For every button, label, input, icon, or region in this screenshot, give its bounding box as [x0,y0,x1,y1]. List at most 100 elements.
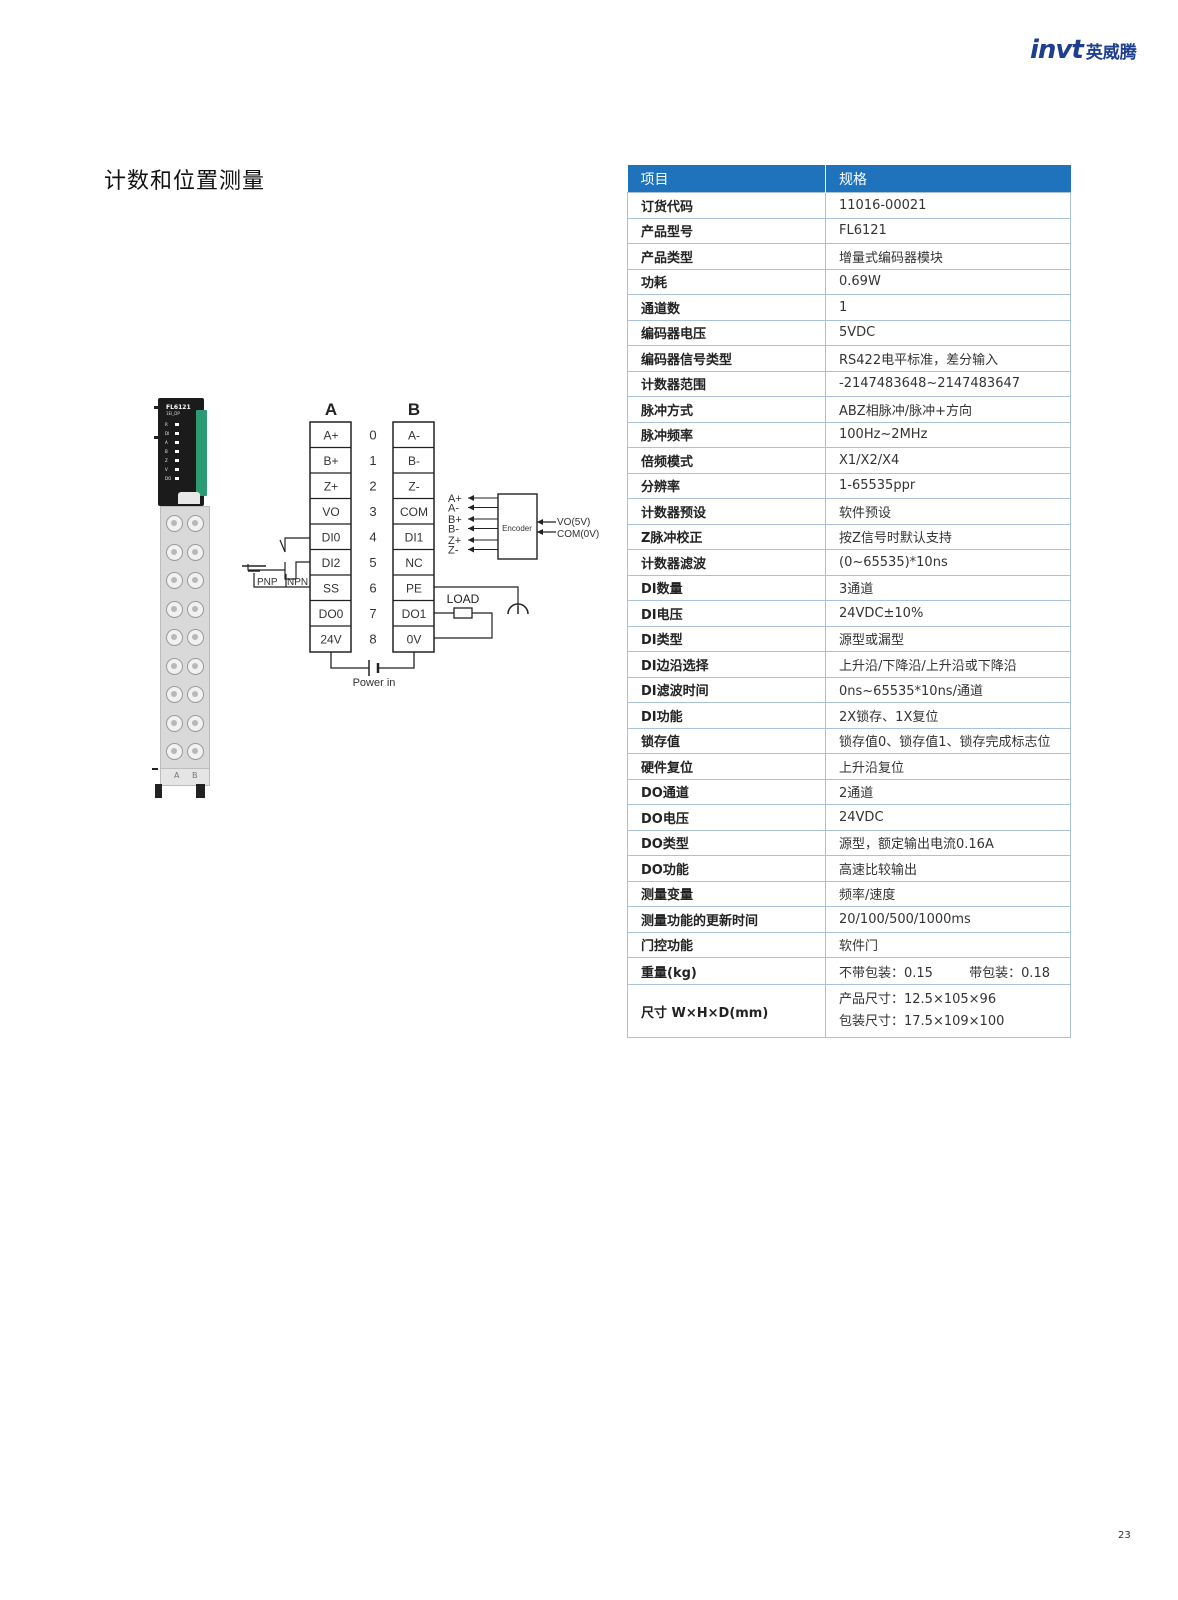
spec-key: DO电压 [627,804,826,831]
module-bottom-clip-right [196,784,205,798]
module-terminal-body [160,506,210,770]
brand-logo-en: invt [1030,35,1084,65]
terminal-a-label: A+ [323,429,338,443]
encoder-signal-label: B+ [448,514,462,526]
encoder-signal-label: A+ [448,493,462,505]
terminal-a-label: Z+ [324,480,338,494]
spec-key: DI功能 [627,702,826,729]
led-indicator [175,441,179,444]
terminal-b-label: Z- [408,480,419,494]
module-terminal-hole [187,657,204,675]
terminal-a-label: DO0 [319,607,344,621]
spec-row: DI边沿选择上升沿/下降沿/上升沿或下降沿 [627,651,1071,678]
encoder-signal-label: Z+ [448,535,461,547]
spec-value: 不带包装：0.15 带包装：0.18 [825,957,1071,985]
spec-value: 软件门 [825,931,1071,958]
spec-key: DI电压 [627,600,826,627]
spec-value: 24VDC [825,804,1071,831]
led-row: DO [165,474,193,483]
spec-value: 3通道 [825,574,1071,601]
load-label: LOAD [447,592,480,606]
spec-value: 2X锁存、1X复位 [825,702,1071,729]
size-product: 产品尺寸：12.5×105×96 [839,992,997,1007]
spec-value: 锁存值0、锁存值1、锁存完成标志位 [825,727,1071,754]
spec-value: 产品尺寸：12.5×105×96 包装尺寸：17.5×109×100 [825,984,1071,1038]
module-foot-a: A [174,771,180,780]
terminal-b-label: A- [408,429,420,443]
spec-key: Z脉冲校正 [627,523,826,550]
module-rail [152,768,158,770]
pnp-label: PNP [257,577,278,588]
encoder-signal-arrow [468,516,474,522]
spec-key: DI数量 [627,574,826,601]
power-in-wire [330,652,415,669]
terminal-number: 4 [369,530,376,545]
terminal-number: 5 [369,555,376,570]
spec-row: 门控功能软件门 [627,931,1071,958]
led-indicator [175,423,179,426]
spec-value: 源型，额定输出电流0.16A [825,829,1071,856]
spec-row: 计数器预设软件预设 [627,498,1071,525]
terminal-number: 8 [369,632,376,647]
spec-value: (0~65535)*10ns [825,549,1071,576]
spec-row: DO功能高速比较输出 [627,855,1071,882]
led-row: R [165,420,193,429]
terminal-b-label: PE [406,582,422,596]
module-terminal-hole [187,743,204,760]
spec-row-weight: 重量(kg) 不带包装：0.15 带包装：0.18 [627,957,1071,985]
spec-key: DI边沿选择 [627,651,826,678]
terminal-b-label: B- [408,454,420,468]
spec-header-item: 项目 [627,165,826,193]
module-foot-b: B [192,771,198,780]
encoder-signal-arrow [468,495,474,501]
spec-header-spec: 规格 [825,165,1071,193]
module-terminal-hole [187,714,204,732]
ground-icon [507,603,529,615]
spec-value: -2147483648~2147483647 [825,370,1071,397]
led-label: V [165,467,168,472]
spec-row: DO类型源型，额定输出电流0.16A [627,829,1071,856]
spec-key: 产品型号 [627,217,826,244]
encoder-vo-label: VO(5V) [557,517,590,528]
spec-key: 计数器滤波 [627,549,826,576]
led-label: A [165,440,168,445]
spec-key: DO功能 [627,855,826,882]
spec-key: 测量变量 [627,880,826,907]
module-side-clip [154,436,159,439]
spec-value: 0.69W [825,268,1071,295]
load-resistor [453,607,473,619]
spec-value: 100Hz~2MHz [825,421,1071,448]
page-number: 23 [1118,1530,1131,1541]
terminal-a-label: VO [322,505,339,519]
spec-key: DI类型 [627,625,826,652]
encoder-signal-label: Z- [448,545,459,557]
terminal-b-label: NC [405,556,423,570]
encoder-power-arrow-vo [537,519,543,525]
terminal-number: 2 [369,479,376,494]
spec-key: 倍频模式 [627,447,826,474]
spec-value: ABZ相脉冲/脉冲+方向 [825,396,1071,423]
module-sub-label: 1EI_DP [166,411,180,416]
spec-value: 20/100/500/1000ms [825,906,1071,933]
terminal-a-label: SS [323,582,339,596]
module-release-lever [196,410,207,496]
terminal-number: 3 [369,504,376,519]
terminal-number: 0 [369,428,376,443]
module-terminal-hole [187,686,204,703]
terminal-a-label: B+ [323,454,338,468]
spec-value: 0ns~65535*10ns/通道 [825,676,1071,703]
terminal-b-label: DI1 [405,531,424,545]
terminal-number: 1 [369,453,376,468]
spec-key: 重量(kg) [627,957,826,985]
